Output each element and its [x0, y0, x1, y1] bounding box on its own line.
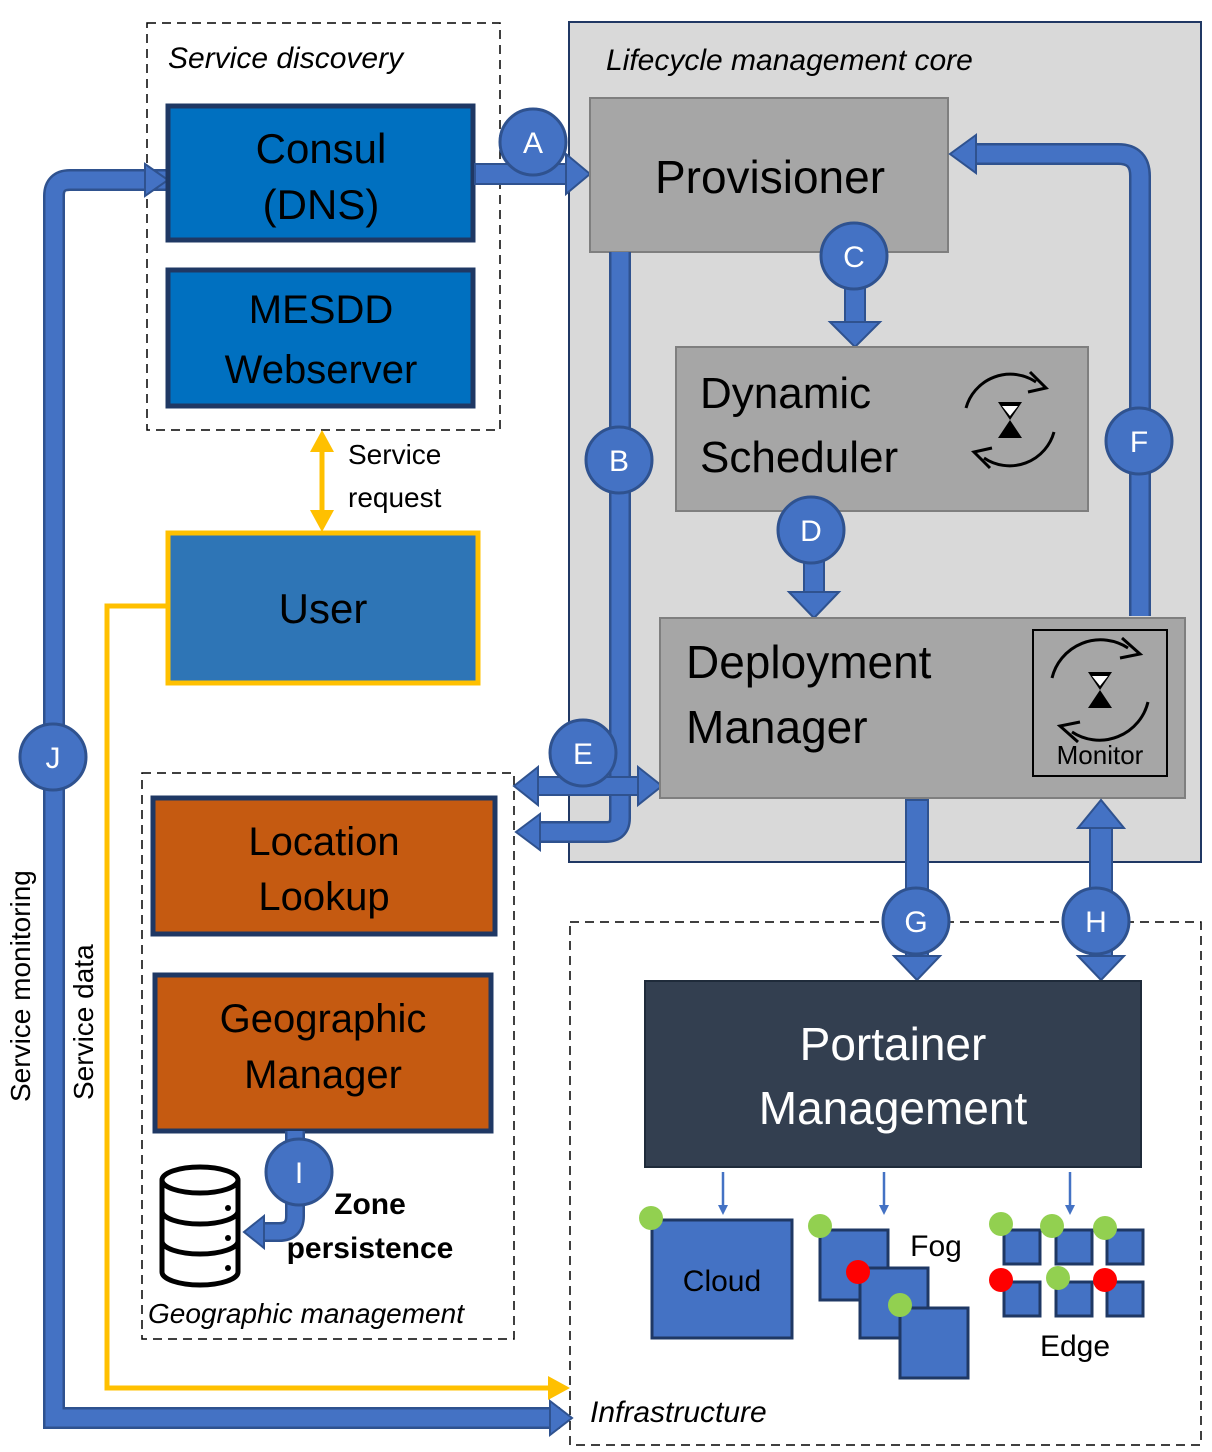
- mesdd-label-2: Webserver: [225, 348, 418, 392]
- database-icon: [159, 1164, 241, 1288]
- mesdd-label: MESDD: [249, 288, 393, 332]
- badge-b: B: [584, 425, 654, 495]
- badge-i: I: [264, 1137, 334, 1207]
- b-arrowhead: [514, 812, 541, 852]
- badge-g: G: [881, 886, 951, 956]
- fog-node-3: [898, 1306, 970, 1380]
- geographic-management-region: [141, 772, 515, 1340]
- edge-dot-1: [989, 1212, 1013, 1236]
- fog-label: Fog: [910, 1230, 962, 1263]
- a-arrowhead: [565, 151, 592, 197]
- svg-text:B: B: [609, 445, 629, 478]
- badge-c: C: [819, 221, 889, 291]
- consul-box: [165, 103, 476, 243]
- zone-persistence-label: Zone: [334, 1188, 406, 1221]
- fog-dot-1: [808, 1214, 832, 1238]
- provisioner-box: [589, 97, 949, 253]
- service-request-label: Service: [348, 439, 441, 470]
- geographic-management-title: Geographic management: [148, 1298, 465, 1329]
- consul-label-2: (DNS): [263, 181, 380, 228]
- cloud-node: [650, 1218, 794, 1340]
- service-data-label: Service data: [68, 944, 99, 1100]
- service-discovery-title: Service discovery: [168, 42, 405, 75]
- scheduler-cycle-icon: [964, 370, 1056, 470]
- svg-text:D: D: [800, 515, 822, 548]
- svg-text:H: H: [1085, 906, 1107, 939]
- fog-dot-3: [888, 1293, 912, 1317]
- zone-persistence-label-2: persistence: [287, 1232, 454, 1265]
- svg-text:A: A: [523, 127, 543, 160]
- f-arrowhead: [948, 133, 977, 175]
- user-label: User: [279, 585, 368, 632]
- service-data-arrowhead: [548, 1376, 570, 1400]
- g-arrowhead: [891, 955, 943, 982]
- geographic-manager-box: [152, 972, 494, 1134]
- e-arrowhead-right: [637, 764, 664, 808]
- location-label: Location: [248, 820, 399, 864]
- mesdd-box: [165, 267, 476, 409]
- edge-label: Edge: [1040, 1330, 1110, 1363]
- badge-e: E: [548, 718, 618, 788]
- provisioner-label: Provisioner: [655, 151, 885, 203]
- svg-text:F: F: [1130, 426, 1148, 459]
- i-arrowhead: [242, 1213, 265, 1251]
- portainer-label-2: Management: [759, 1082, 1028, 1134]
- edge-dot-2: [1040, 1214, 1064, 1238]
- badge-j: J: [18, 722, 88, 792]
- service-monitoring-label: Service monitoring: [5, 870, 36, 1102]
- svg-text:G: G: [904, 906, 927, 939]
- svg-text:E: E: [573, 738, 593, 771]
- svg-text:I: I: [295, 1157, 303, 1190]
- e-arrowhead-left: [512, 764, 539, 808]
- badge-h: H: [1061, 886, 1131, 956]
- user-box: [165, 530, 481, 686]
- j-arrowhead-bottom: [549, 1398, 574, 1438]
- geo-label-2: Manager: [244, 1053, 402, 1097]
- d-arrowhead: [786, 591, 842, 620]
- edge-dot-4: [989, 1268, 1013, 1292]
- edge-dot-3: [1093, 1216, 1117, 1240]
- scheduler-label: Dynamic: [700, 369, 871, 418]
- monitor-label: Monitor: [1057, 740, 1144, 770]
- h-arrowhead-bottom: [1075, 955, 1127, 982]
- service-data-line: [104, 603, 552, 1391]
- location-label-2: Lookup: [258, 875, 389, 919]
- edge-nodes: [1002, 1228, 1145, 1318]
- monitor-box: [1032, 629, 1168, 777]
- infrastructure-title: Infrastructure: [590, 1396, 767, 1429]
- deployment-label: Deployment: [686, 636, 932, 688]
- badge-f: F: [1104, 406, 1174, 476]
- fog-dot-2: [846, 1260, 870, 1284]
- h-arrowhead-top: [1075, 798, 1127, 829]
- portainer-label: Portainer: [800, 1018, 987, 1070]
- deployment-label-2: Manager: [686, 701, 868, 753]
- badge-d: D: [776, 495, 846, 565]
- svg-text:J: J: [46, 742, 61, 775]
- location-lookup-box: [150, 795, 498, 937]
- edge-dot-6: [1093, 1268, 1117, 1292]
- portainer-box: [644, 980, 1142, 1168]
- c-arrowhead: [827, 321, 883, 349]
- edge-dot-5: [1046, 1266, 1070, 1290]
- cloud-status-dot: [639, 1206, 663, 1230]
- consul-label: Consul: [256, 125, 387, 172]
- cloud-label: Cloud: [683, 1265, 761, 1298]
- scheduler-label-2: Scheduler: [700, 433, 898, 482]
- j-arrowhead-top: [144, 162, 170, 198]
- badge-a: A: [498, 107, 568, 177]
- svg-text:C: C: [843, 241, 865, 274]
- service-discovery-region: [146, 22, 501, 431]
- lifecycle-core-title: Lifecycle management core: [606, 44, 973, 77]
- monitor-cycle-icon: [1050, 636, 1150, 744]
- service-request-label-2: request: [348, 482, 442, 513]
- geo-label: Geographic: [220, 997, 427, 1041]
